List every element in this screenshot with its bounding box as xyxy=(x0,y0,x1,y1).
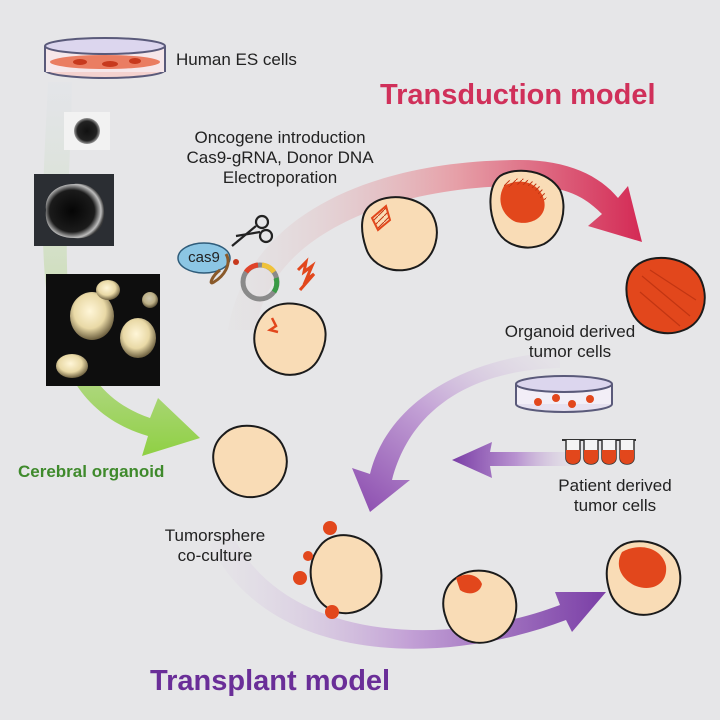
plasmid-icon xyxy=(240,262,280,302)
neuroepithelium-image xyxy=(34,174,114,246)
oncogene-line-3: Electroporation xyxy=(222,168,338,188)
organoid-coculture xyxy=(293,521,383,619)
patient-derived-label: Patient derived tumor cells xyxy=(520,476,710,516)
organoid-transplant-tumor-small xyxy=(442,569,518,644)
transplant-model-title: Transplant model xyxy=(150,665,391,697)
cas9-blob xyxy=(177,242,239,285)
scissors-icon xyxy=(231,214,274,247)
organoid-transduced-early xyxy=(253,302,327,376)
patient-arrow xyxy=(452,442,580,478)
embryoid-body-image xyxy=(64,112,110,150)
organoid-derived-cells-dish-icon xyxy=(515,375,613,413)
organoid-derived-line-2: tumor cells xyxy=(528,342,612,362)
organoid-return-arrow xyxy=(352,352,560,512)
cerebral-organoid xyxy=(212,424,288,499)
es-cell-dish-icon xyxy=(44,37,166,79)
organoid-derived-line-1: Organoid derived xyxy=(504,322,636,341)
oncogene-line-2: Cas9-gRNA, Donor DNA xyxy=(186,148,374,168)
tumorsphere-line-1: Tumorsphere xyxy=(164,526,266,545)
oncogene-introduction-label: Oncogene introduction Cas9-gRNA, Donor D… xyxy=(160,128,400,188)
human-es-cells-label: Human ES cells xyxy=(176,50,297,69)
tumorsphere-coculture-label: Tumorsphere co-culture xyxy=(130,526,300,566)
oncogene-line-1: Oncogene introduction xyxy=(194,128,366,147)
organoid-transplant-tumor-large xyxy=(605,540,682,616)
cerebral-organoid-label: Cerebral organoid xyxy=(18,462,165,481)
patient-sample-tubes-icon xyxy=(562,439,636,465)
organoid-derived-label: Organoid derived tumor cells xyxy=(470,322,670,362)
organoid-micrograph-image xyxy=(46,274,160,386)
cas9-label: cas9 xyxy=(188,249,220,266)
transplant-arrow xyxy=(210,530,606,649)
organoid-tumor-medium xyxy=(489,169,565,249)
patient-derived-line-2: tumor cells xyxy=(573,496,657,516)
tumorsphere-line-2: co-culture xyxy=(177,546,253,566)
donor-dna-icon xyxy=(296,257,316,291)
transduction-model-title: Transduction model xyxy=(380,79,656,111)
patient-derived-line-1: Patient derived xyxy=(558,476,672,495)
transduction-arrow xyxy=(228,160,642,330)
organoid-tumor-small xyxy=(361,196,438,272)
organoid-tumor-full xyxy=(625,256,706,335)
